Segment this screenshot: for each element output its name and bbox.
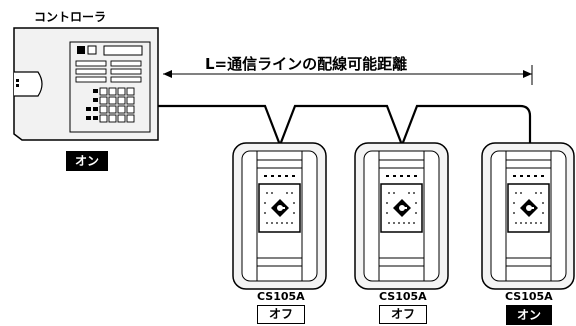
reader-3-status-badge: オン [506,305,552,325]
reader-3-model: CS105A [505,290,553,303]
reader-2-status-badge: オフ [379,305,427,324]
card-reader-3 [481,142,575,290]
reader-2-model: CS105A [379,290,427,303]
distance-label: L=通信ラインの配線可能距離 [205,55,408,73]
card-reader-1 [232,142,327,290]
controller-device [13,27,159,141]
reader-1-status-badge: オフ [257,305,305,324]
controller-title: コントローラ [34,10,107,24]
reader-1-model: CS105A [257,290,305,303]
card-reader-2 [354,142,449,290]
communication-line [158,104,532,149]
controller-status-badge: オン [66,151,108,171]
distance-arrow [163,65,533,85]
